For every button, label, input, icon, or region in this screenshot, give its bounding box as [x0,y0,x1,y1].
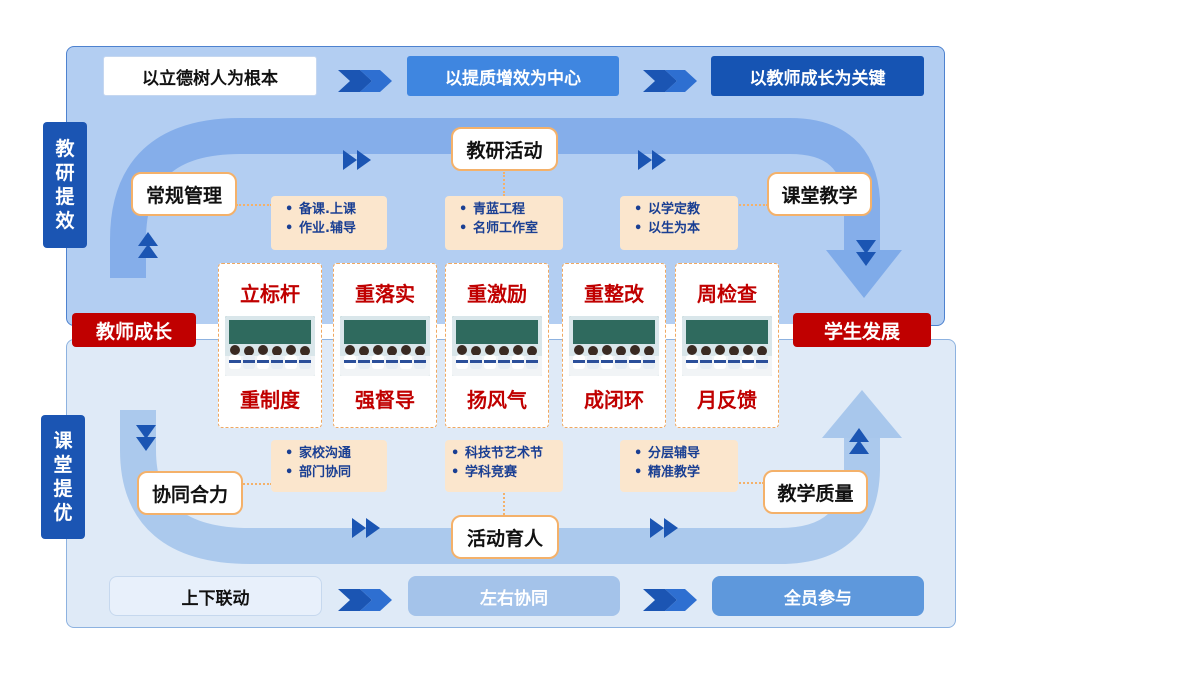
bottom-row-box-3: 全员参与 [712,576,924,616]
top-left-up-arrow [138,232,158,258]
note-item: 以学定教 [634,200,732,219]
note-item: 科技节艺术节 [451,444,557,463]
classroom-photo [340,316,430,376]
card-3: 重激励 扬风气 [445,263,549,428]
bottom-row-box-2: 左右协同 [408,576,620,616]
card-top-text: 周检查 [697,282,757,306]
top-arc-arrowhead [826,250,902,298]
card-bottom-text: 月反馈 [697,388,757,412]
classroom-photo [569,316,659,376]
node-classroom-teaching: 课堂教学 [767,172,872,216]
top-row-arrow-1 [338,70,392,92]
node-research-activity: 教研活动 [451,127,558,171]
top-right-down-arrow [856,240,876,266]
top-row-arrow-2 [643,70,697,92]
side-label-teaching-research: 教研提效 [43,122,87,248]
bottom-right-up-arrow [849,428,869,454]
bottom-arc-double-arrow-right [650,518,678,538]
note-item: 部门协同 [285,463,381,482]
bottom-row-arrow-1 [338,589,392,611]
card-5: 周检查 月反馈 [675,263,779,428]
classroom-photo [682,316,772,376]
note-item: 青蓝工程 [459,200,557,219]
bottom-arc-arrowhead [822,390,902,438]
card-top-text: 重整改 [584,282,644,306]
classroom-photo [452,316,542,376]
card-2: 重落实 强督导 [333,263,437,428]
bottom-arc-double-arrow-left [352,518,380,538]
top-arc-double-arrow-left [343,150,371,170]
top-arc-double-arrow-right [638,150,666,170]
card-bottom-text: 重制度 [240,388,300,412]
top-row-box-3: 以教师成长为关键 [711,56,924,96]
connector-bottom-center [503,493,505,515]
card-top-text: 立标杆 [240,282,300,306]
classroom-illustration [682,316,772,376]
note-item: 名师工作室 [459,219,557,238]
connector-top-left [236,204,272,206]
note-bottom-3: 分层辅导精准教学 [620,440,738,492]
top-row-box-1: 以立德树人为根本 [103,56,317,96]
card-bottom-text: 扬风气 [467,388,527,412]
top-row-box-2: 以提质增效为中心 [407,56,619,96]
connector-bottom-right [736,482,764,484]
classroom-illustration [569,316,659,376]
card-top-text: 重激励 [467,282,527,306]
bottom-left-down-arrow [136,425,156,451]
connector-bottom-left [240,483,272,485]
label-student-development: 学生发展 [793,313,931,347]
card-top-text: 重落实 [355,282,415,306]
connector-top-right [736,204,768,206]
card-1: 立标杆 重制度 [218,263,322,428]
classroom-illustration [225,316,315,376]
connector-top-center [503,172,505,196]
note-top-2: 青蓝工程名师工作室 [445,196,563,250]
node-routine-management: 常规管理 [131,172,237,216]
card-bottom-text: 强督导 [355,388,415,412]
node-collaboration: 协同合力 [137,471,243,515]
note-item: 家校沟通 [285,444,381,463]
note-item: 备课.上课 [285,200,381,219]
node-teaching-quality: 教学质量 [763,470,868,514]
node-activity-education: 活动育人 [451,515,559,559]
classroom-illustration [452,316,542,376]
note-item: 以生为本 [634,219,732,238]
classroom-illustration [340,316,430,376]
note-item: 作业.辅导 [285,219,381,238]
card-bottom-text: 成闭环 [584,388,644,412]
note-item: 学科竞赛 [451,463,557,482]
card-4: 重整改 成闭环 [562,263,666,428]
note-top-3: 以学定教以生为本 [620,196,738,250]
note-bottom-1: 家校沟通部门协同 [271,440,387,492]
note-item: 精准教学 [634,463,732,482]
bottom-row-arrow-2 [643,589,697,611]
bottom-row-box-1: 上下联动 [109,576,322,616]
note-bottom-2: 科技节艺术节学科竞赛 [445,440,563,492]
note-item: 分层辅导 [634,444,732,463]
note-top-1: 备课.上课作业.辅导 [271,196,387,250]
side-label-classroom: 课堂提优 [41,415,85,539]
classroom-photo [225,316,315,376]
label-teacher-growth: 教师成长 [72,313,196,347]
